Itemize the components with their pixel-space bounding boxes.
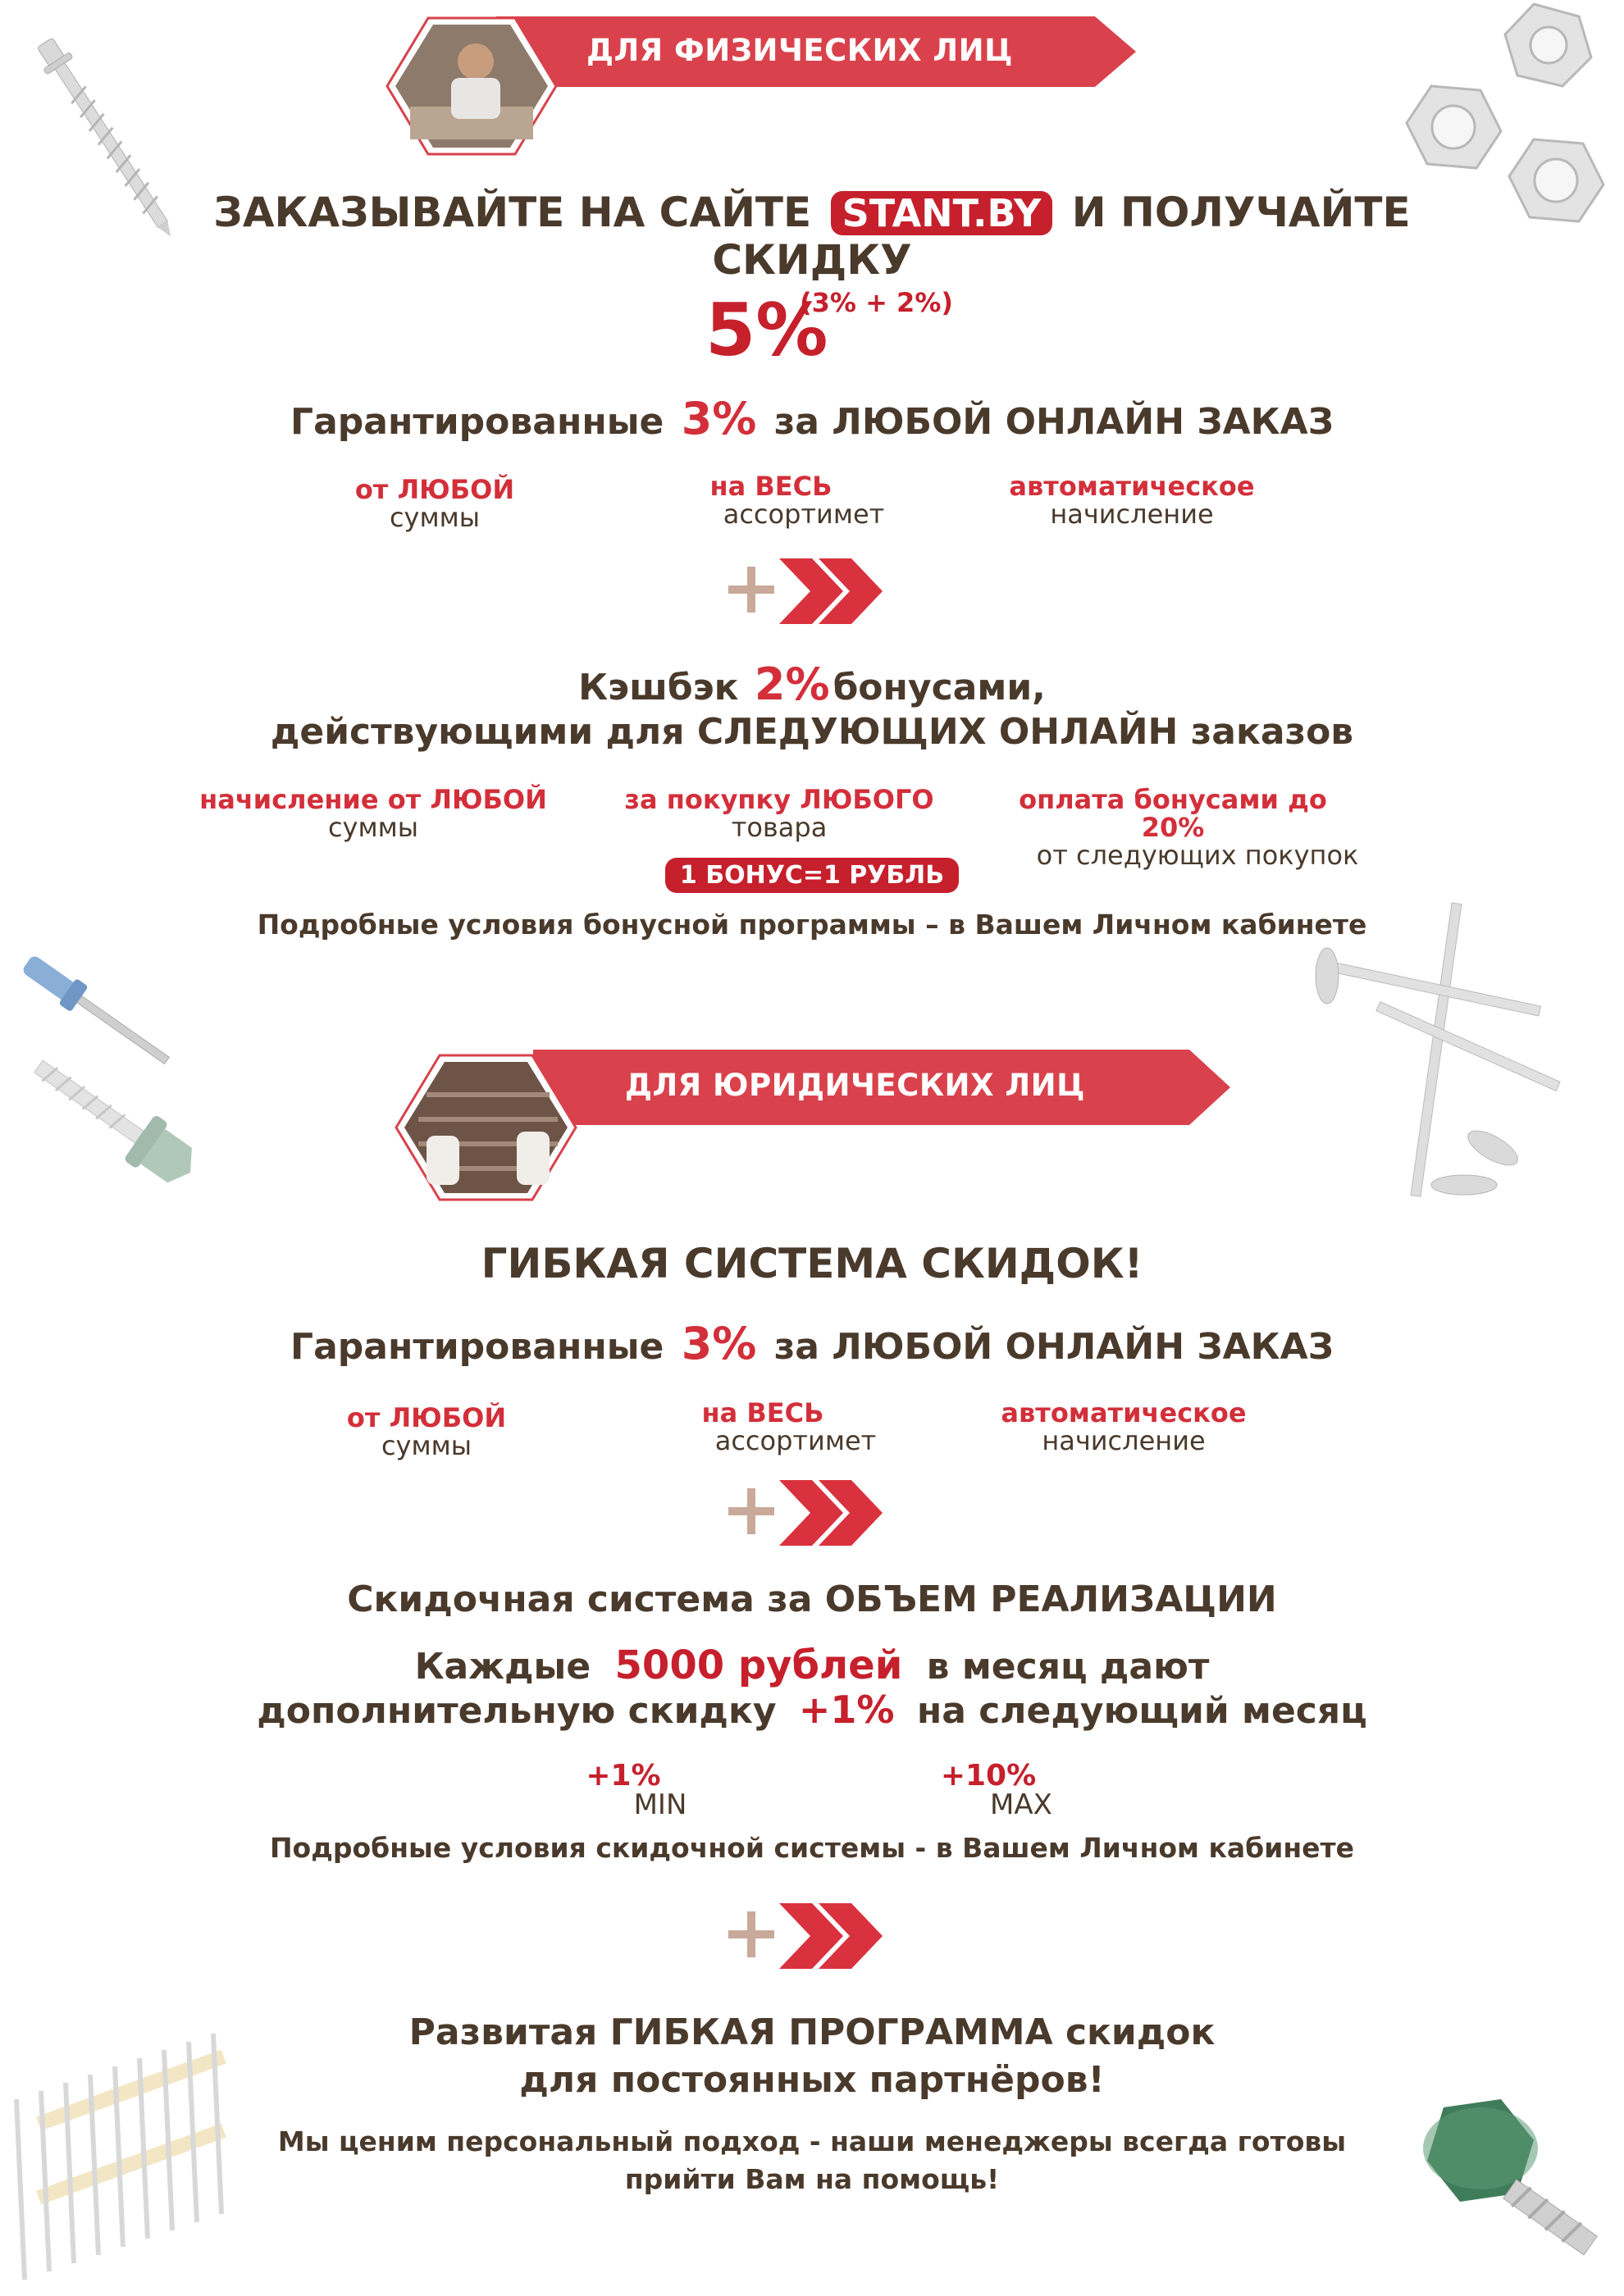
closing-line2: прийти Вам на помощь!	[624, 2163, 1000, 2195]
guarantee-pre: Гарантированные	[290, 1326, 664, 1368]
screw-icon	[1315, 902, 1561, 1197]
individuals-banner-text: ДЛЯ ФИЗИЧЕСКИХ ЛИЦ	[586, 33, 1013, 68]
feature-highlight: автоматическое	[1001, 1397, 1247, 1428]
headline-text-2: И ПОЛУЧАЙТЕ	[1071, 189, 1411, 236]
hex-nut-icon	[1405, 2, 1605, 223]
min-discount: +1% MIN	[566, 1759, 730, 1821]
plus-chevron-divider	[722, 1899, 894, 1973]
feature-text: ассортимет	[723, 499, 885, 530]
cashback-line2: действующими для СЛЕДУЮЩИХ ОНЛАЙН заказо…	[270, 711, 1354, 753]
roofing-screw-icon	[1423, 2099, 1598, 2256]
volume-pre: Каждые	[414, 1646, 591, 1688]
bonus-feature: оплата бонусами до 20% от следующих поку…	[984, 786, 1411, 869]
bonus-feature: за покупку ЛЮБОГО товара	[607, 786, 951, 841]
feature-item: от ЛЮБОЙ суммы	[271, 476, 599, 531]
feature-highlight: на ВЕСЬ	[709, 471, 833, 502]
feature-item: от ЛЮБОЙ суммы	[262, 1404, 591, 1460]
feature-item: автоматическое начисление	[968, 472, 1296, 528]
plus-icon	[728, 1911, 774, 1957]
legal-photo	[394, 1054, 578, 1201]
legal-banner: ДЛЯ ЮРИДИЧЕСКИХ ЛИЦ	[533, 1050, 1230, 1125]
guarantee-post: за ЛЮБОЙ ОНЛАЙН ЗАКАЗ	[773, 401, 1334, 443]
volume-line1: Каждые 5000 рублей в месяц дают	[0, 1643, 1624, 1689]
max-label: MAX	[990, 1788, 1052, 1821]
feature-item: на ВЕСЬ ассортимет	[640, 472, 968, 528]
volume-line2-pre: дополнительную скидку	[257, 1690, 777, 1732]
roofing-screw-icon	[34, 1059, 192, 1183]
double-chevron-icon	[779, 1903, 883, 1969]
max-value: +10%	[940, 1759, 1037, 1793]
program-line1: Развитая ГИБКАЯ ПРОГРАММА скидок	[408, 2011, 1216, 2053]
legal-headline: ГИБКАЯ СИСТЕМА СКИДОК!	[481, 1240, 1143, 1287]
discount-big: 5%	[705, 288, 828, 372]
rivet-icon	[23, 956, 170, 1065]
guarantee-pct: 3%	[681, 393, 757, 444]
feature-text: суммы	[381, 1430, 472, 1461]
feature-text: начисление	[1042, 1425, 1206, 1456]
banner-arrow-shape	[533, 1050, 1230, 1125]
bonus-details: Подробные условия бонусной программы – в…	[257, 909, 1367, 941]
site-badge[interactable]: STANT.BY	[830, 191, 1053, 235]
individuals-banner: ДЛЯ ФИЗИЧЕСКИХ ЛИЦ	[496, 16, 1136, 87]
volume-line2-pct: +1%	[798, 1688, 895, 1732]
nail-coil-icon	[14, 2033, 226, 2280]
individuals-headline: ЗАКАЗЫВАЙТЕ НА САЙТЕ STANT.BY И ПОЛУЧАЙТ…	[0, 189, 1624, 237]
cashback-line1: Кэшбэк 2%бонусами,	[0, 663, 1624, 710]
discount-details: Подробные условия скидочной системы - в …	[269, 1832, 1355, 1864]
feature-highlight: от ЛЮБОЙ	[354, 474, 515, 505]
individuals-photo	[385, 16, 558, 156]
guarantee-post: за ЛЮБОЙ ОНЛАЙН ЗАКАЗ	[773, 1326, 1334, 1368]
legal-banner-text: ДЛЯ ЮРИДИЧЕСКИХ ЛИЦ	[625, 1068, 1085, 1103]
bonus-feature-text: от следующих покупок	[1036, 840, 1359, 871]
bonus-feature: начисление от ЛЮБОЙ суммы	[189, 786, 558, 841]
plus-chevron-divider	[722, 1476, 894, 1550]
min-label: MIN	[633, 1788, 687, 1821]
bonus-feature-text: суммы	[327, 812, 419, 843]
volume-title: Скидочная система за ОБЪЕМ РЕАЛИЗАЦИИ	[347, 1578, 1277, 1620]
feature-item: автоматическое начисление	[960, 1399, 1288, 1455]
guarantee-pre: Гарантированные	[290, 401, 664, 443]
feature-highlight: на ВЕСЬ	[701, 1397, 824, 1428]
min-value: +1%	[586, 1759, 661, 1793]
cashback-post: бонусами,	[833, 667, 1046, 708]
feature-text: начисление	[1050, 499, 1214, 530]
bonus-pill: 1 БОНУС=1 РУБЛЬ	[664, 858, 960, 893]
bonus-feature-highlight: начисление от ЛЮБОЙ	[199, 784, 547, 815]
feature-highlight: автоматическое	[1009, 471, 1255, 502]
cashback-pct: 2%	[754, 658, 830, 710]
plus-chevron-divider	[722, 554, 894, 628]
discount-sup: (3% + 2%)	[800, 287, 953, 318]
double-chevron-icon	[779, 1480, 883, 1546]
max-discount: +10% MAX	[927, 1759, 1091, 1821]
feature-highlight: от ЛЮБОЙ	[346, 1402, 507, 1433]
bonus-feature-highlight: оплата бонусами до 20%	[1019, 784, 1327, 843]
bonus-feature-text: товара	[731, 812, 828, 843]
double-chevron-icon	[779, 558, 883, 624]
plus-icon	[728, 1488, 774, 1534]
individuals-headline-line2: СКИДКУ	[712, 236, 912, 284]
volume-line2-post: на следующий месяц	[916, 1690, 1367, 1732]
volume-post: в месяц дают	[926, 1646, 1210, 1688]
bonus-pill-row: 1 БОНУС=1 РУБЛЬ	[0, 858, 1624, 893]
feature-text: ассортимет	[714, 1425, 877, 1456]
cashback-pre: Кэшбэк	[578, 667, 739, 708]
bonus-feature-highlight: за покупку ЛЮБОГО	[624, 784, 934, 815]
program-line2: для постоянных партнёров!	[519, 2059, 1105, 2101]
volume-line2: дополнительную скидку +1% на следующий м…	[0, 1688, 1624, 1733]
closing-line1: Мы ценим персональный подход - наши мене…	[277, 2125, 1347, 2157]
individuals-guarantee: Гарантированные 3% за ЛЮБОЙ ОНЛАЙН ЗАКАЗ	[0, 397, 1624, 444]
feature-text: суммы	[389, 502, 481, 533]
legal-guarantee: Гарантированные 3% за ЛЮБОЙ ОНЛАЙН ЗАКАЗ	[0, 1322, 1624, 1369]
volume-amount: 5000 рублей	[614, 1642, 903, 1688]
screw-icon	[38, 38, 171, 237]
banner-arrow-shape	[496, 16, 1136, 87]
headline-text-1: ЗАКАЗЫВАЙТЕ НА САЙТЕ	[213, 189, 812, 236]
plus-icon	[728, 567, 774, 613]
guarantee-pct: 3%	[681, 1318, 757, 1369]
feature-item: на ВЕСЬ ассортимет	[632, 1399, 960, 1455]
